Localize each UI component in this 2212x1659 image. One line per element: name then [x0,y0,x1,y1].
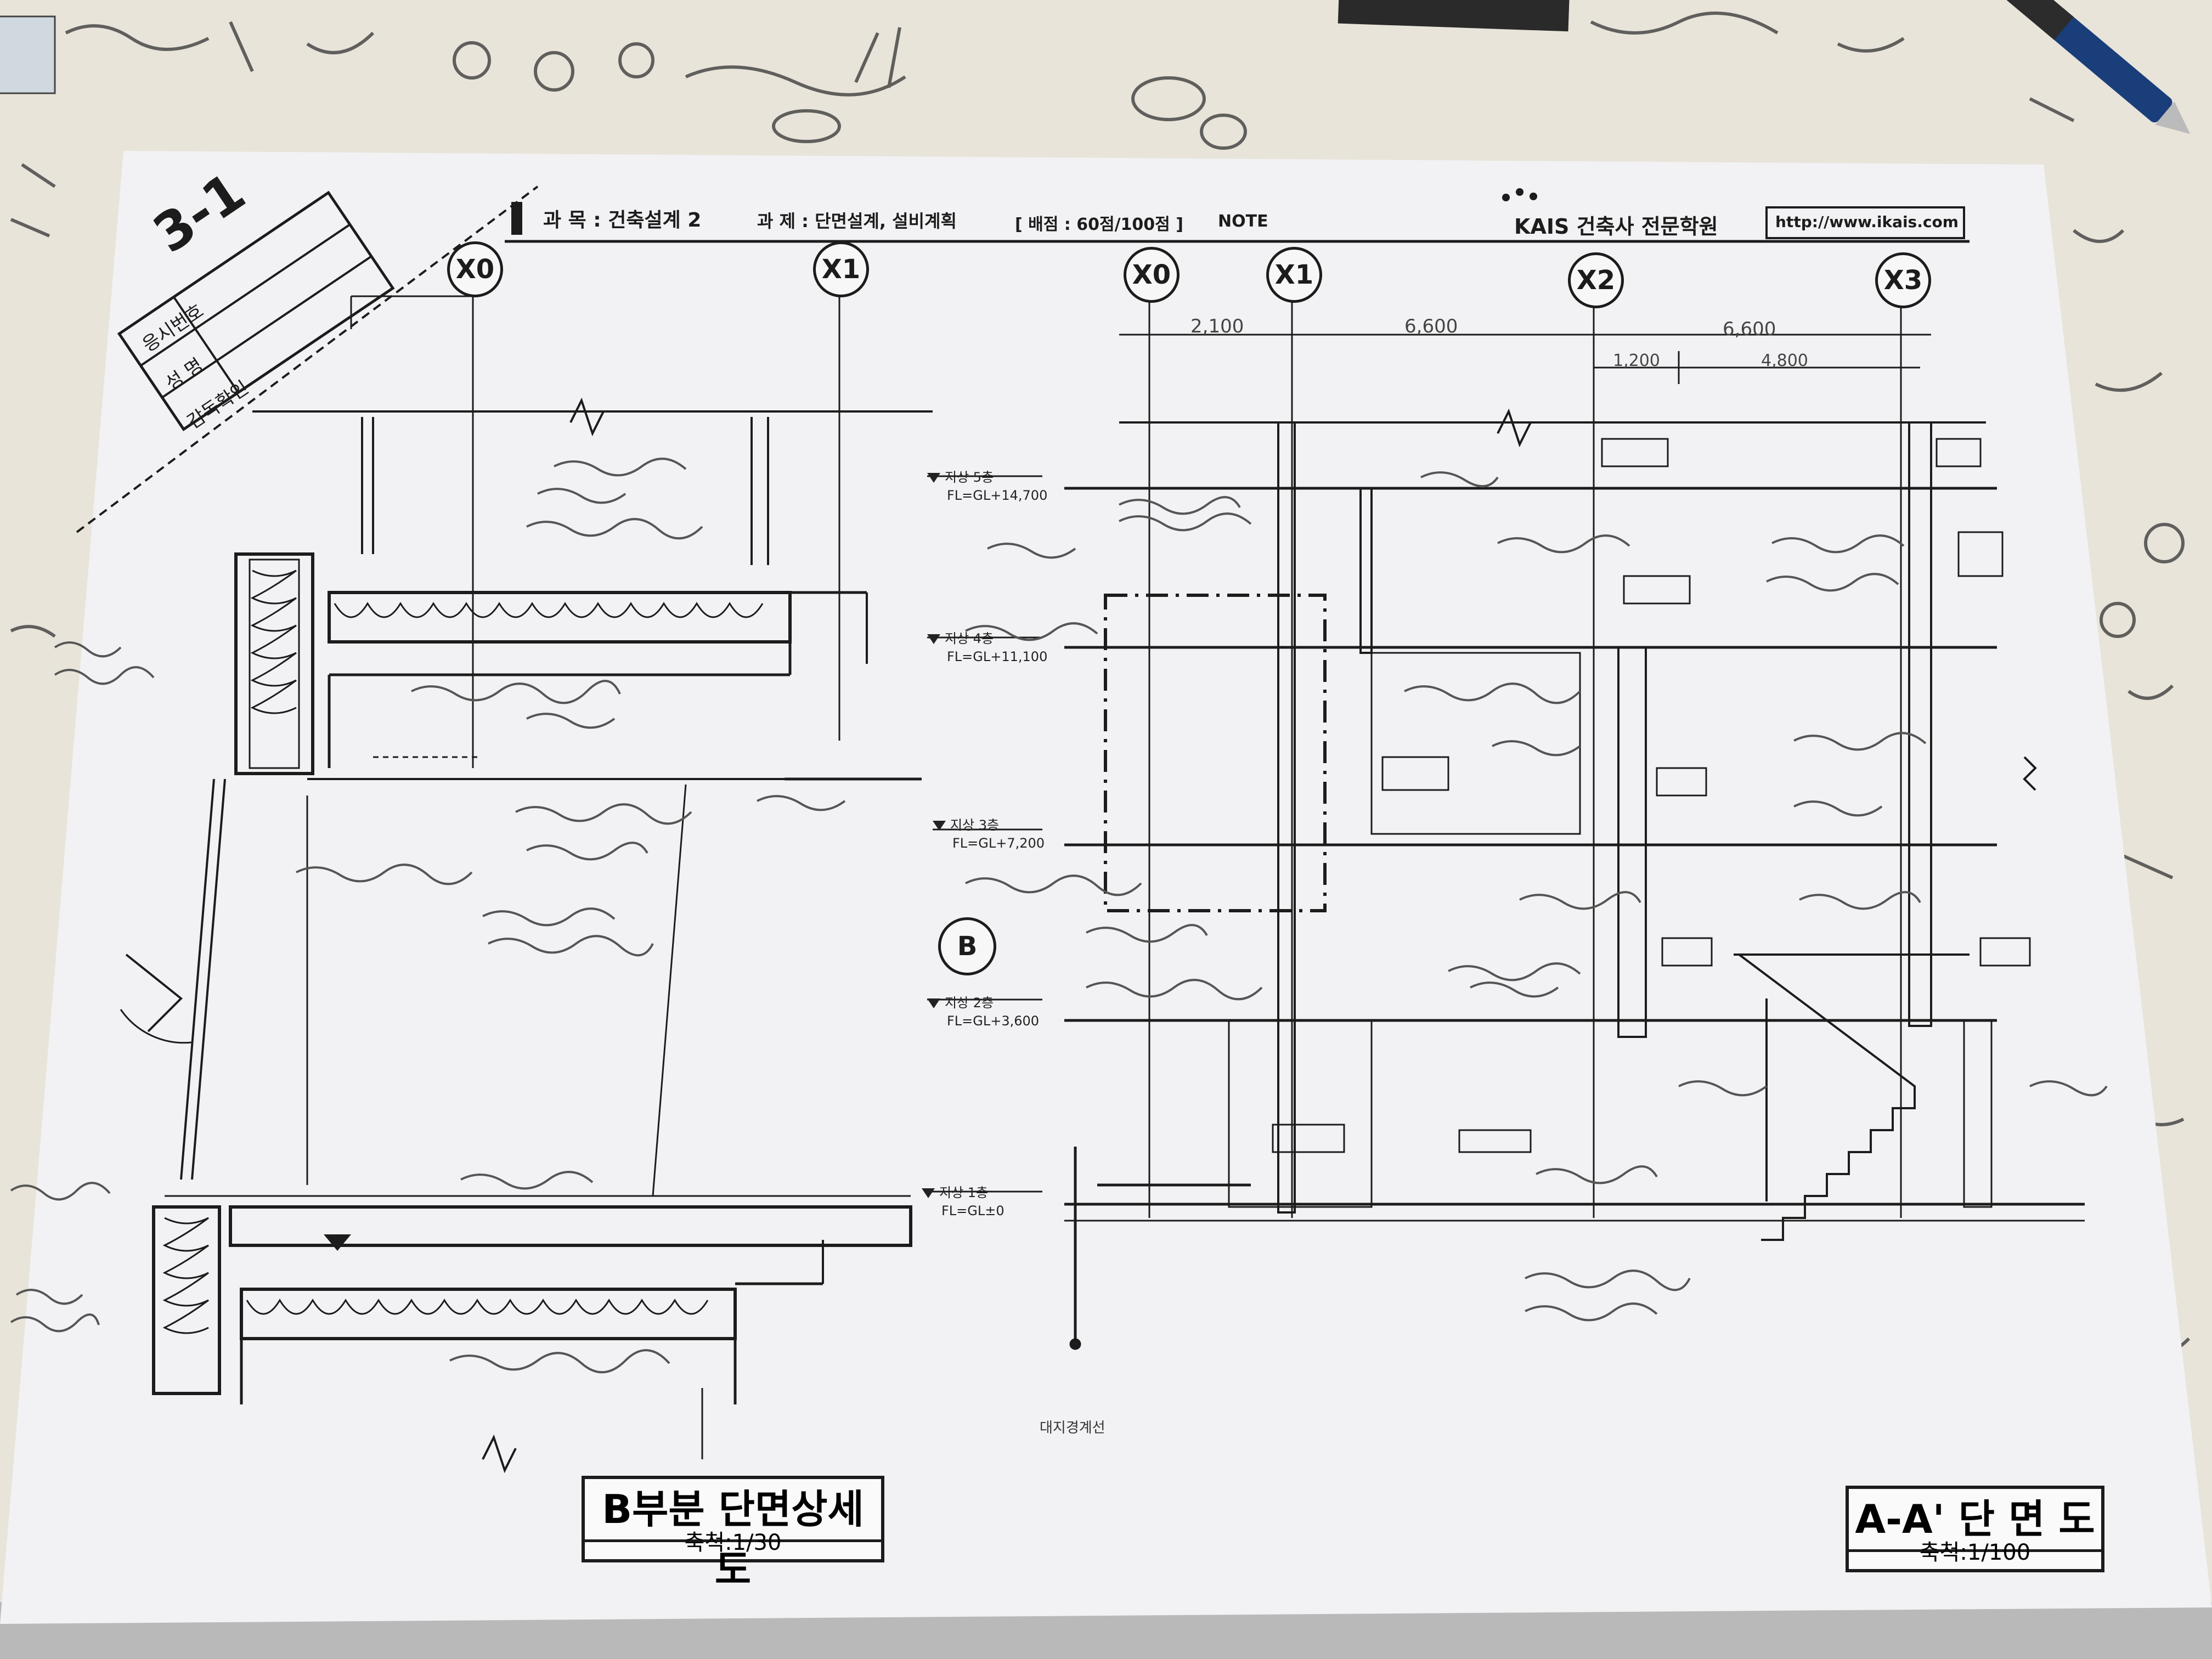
note-label: NOTE [1218,212,1268,231]
subject-label: 과 목 : 건축설계 2 [543,209,702,232]
notepad-scribbles [10,12,2191,1358]
academy-url: http://www.ikais.com [1775,213,1959,231]
axis-bubble-x0-detail: X0 [447,241,503,297]
score-label: [ 배점 : 60점/100점 ] [1015,215,1183,234]
level-marker-icon [927,998,940,1008]
level-marker-icon [922,1188,935,1198]
exam-info-stamp [117,190,395,431]
section-title: A-A' 단 면 도 [1849,1489,2101,1552]
level-name: 지상 4층 [945,631,994,646]
level-name: 지상 1층 [939,1185,989,1200]
axis-bubble-x1-detail: X1 [813,241,869,297]
ruler [0,15,56,94]
level-name: 지상 2층 [945,995,994,1011]
level-fl: FL=GL±0 [941,1203,1005,1218]
level-fl: FL=GL+3,600 [947,1013,1040,1029]
mechanical-pencil-icon [2004,0,2191,134]
level-4f: 지상 4층 FL=GL+11,100 [927,628,1047,664]
axis-bubble-x2-section: X2 [1568,252,1624,308]
level-1f: 지상 1층 FL=GL±0 [922,1182,1005,1218]
section-handwritten-notes [965,471,2108,1322]
detail-drawing [120,295,933,1474]
level-name: 지상 5층 [945,470,994,485]
level-3f: 지상 3층 FL=GL+7,200 [933,814,1045,851]
academy-url-box [1765,206,1965,239]
section-scale: 축척:1/100 [1919,1540,2031,1565]
level-fl: FL=GL+11,100 [947,649,1048,664]
level-marker-icon [927,473,940,483]
dimension-label: 1,200 [1613,351,1660,370]
level-5f: 지상 5층 FL=GL+14,700 [927,466,1047,503]
level-name: 지상 3층 [950,817,1000,833]
scale-ruler [1338,0,1570,32]
level-fl: FL=GL+14,700 [947,488,1048,503]
level-2f: 지상 2층 FL=GL+3,600 [927,992,1039,1029]
task-label: 과 제 : 단면설계, 설비계획 [757,211,957,232]
detail-marker-b: B [938,917,996,975]
dimension-label: 6,600 [1404,315,1458,337]
handwritten-notes [10,458,846,1374]
level-fl: FL=GL+7,200 [952,836,1045,851]
section-title-block: A-A' 단 면 도 축척:1/100 [1846,1486,2104,1572]
axis-bubble-x3-section: X3 [1875,252,1931,308]
section-drawing [927,296,2085,1350]
dimension-label: 2,100 [1190,315,1244,337]
level-marker-icon [933,821,946,831]
academy-name: KAIS 건축사 전문학원 [1514,215,1718,239]
dimension-label: 4,800 [1761,351,1808,370]
site-boundary-label: 대지경계선 [1040,1420,1105,1436]
level-marker-icon [927,634,940,644]
detail-scale: 축척:1/30 [684,1530,782,1555]
detail-title: B부분 단면상세도 [585,1479,881,1593]
detail-title-block: B부분 단면상세도 축척:1/30 [582,1476,884,1593]
detail-b-frame [1104,594,1327,912]
axis-bubble-x0-section: X0 [1124,247,1180,303]
dimension-label: 6,600 [1723,318,1776,340]
axis-bubble-x1-section: X1 [1266,247,1322,303]
